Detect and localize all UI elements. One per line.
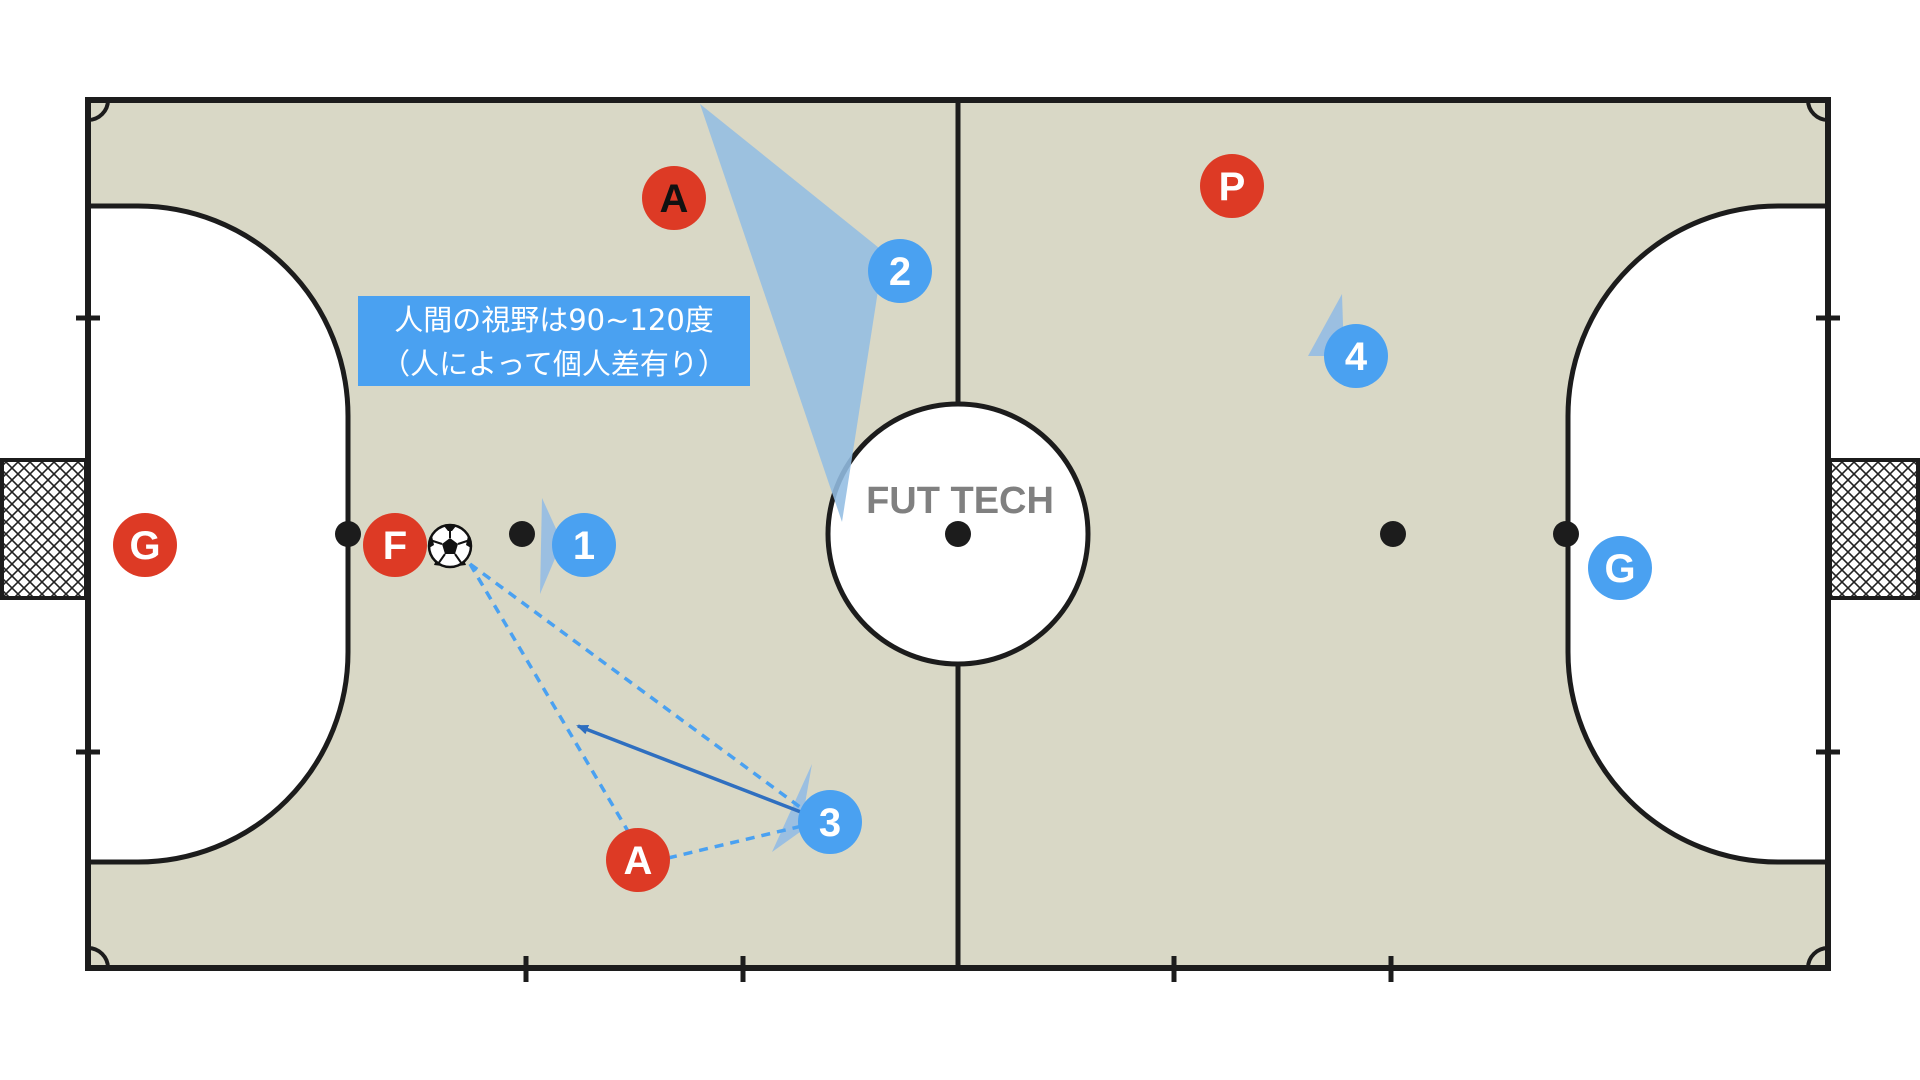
player-red-p[interactable]: P [1200,154,1264,218]
corner-arc-tr [1806,99,1829,122]
field-of-view-note: 人間の視野は90~120度 （人によって個人差有り） [358,296,750,386]
vision-cone-player-1 [540,498,562,594]
svg-text:2: 2 [889,250,911,294]
right-goal-net [1828,458,1920,600]
corner-arc-br [1806,946,1829,969]
player-blue-g[interactable]: G [1588,536,1652,600]
player-blue-4[interactable]: 4 [1324,324,1388,388]
svg-text:P: P [1219,165,1246,209]
soccer-ball-icon[interactable] [427,523,473,569]
vision-cone-player-2 [700,104,884,522]
corner-arc-bl [87,946,110,969]
player-blue-3[interactable]: 3 [798,790,862,854]
note-line-1: 人間の視野は90~120度 [394,303,714,337]
movement-arrow [576,724,807,816]
player-red-f[interactable]: F [363,513,427,577]
player-blue-2[interactable]: 2 [868,239,932,303]
watermark-text: FUT TECH [866,480,1054,522]
player-red-g[interactable]: G [113,513,177,577]
player-blue-1[interactable]: 1 [552,513,616,577]
player-red-a-bottom[interactable]: A [606,828,670,892]
passing-lanes [468,562,806,883]
right-penalty-area [1565,203,1831,865]
svg-text:4: 4 [1345,335,1368,379]
left-goal-net [0,458,88,600]
note-background [358,296,750,386]
player-red-a-top[interactable]: A [642,166,706,230]
court-spots [335,521,1579,547]
svg-text:G: G [1604,547,1635,591]
corner-arc-tl [87,99,110,122]
svg-text:F: F [383,524,407,568]
tick-marks [76,315,1840,982]
svg-text:3: 3 [819,801,841,845]
note-line-2: （人によって個人差有り） [381,347,727,381]
svg-text:A: A [624,839,653,883]
left-penalty-area [85,203,351,865]
svg-text:1: 1 [573,524,595,568]
svg-text:A: A [660,177,689,221]
svg-text:G: G [129,524,160,568]
